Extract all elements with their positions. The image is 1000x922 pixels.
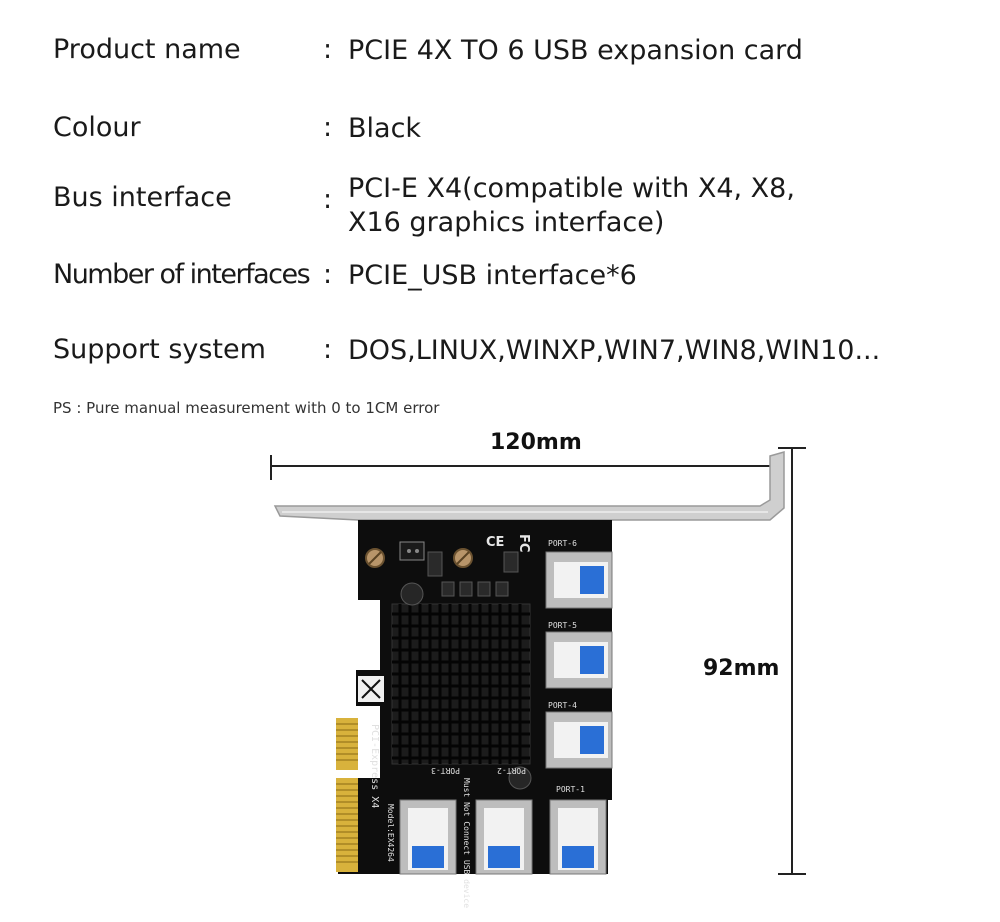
screw-icon (453, 548, 473, 568)
spec-label: Product name (53, 34, 241, 65)
height-dimension-line (778, 447, 806, 875)
spec-colon: : (323, 259, 333, 290)
spec-label: Number of interfaces (53, 259, 311, 290)
port-label: PORT-4 (548, 701, 577, 710)
usb-port-6[interactable] (545, 551, 613, 609)
spec-colon: : (323, 112, 333, 143)
usb-port-5[interactable] (545, 631, 613, 689)
metal-bracket (273, 451, 785, 521)
width-dimension-line (270, 455, 780, 480)
heatsink (391, 582, 532, 790)
spec-label: Colour (53, 112, 141, 143)
spec-label: Bus interface (53, 182, 232, 213)
spec-value: PCIE_USB interface*6 (348, 260, 637, 291)
gold-fingers (336, 718, 358, 872)
spec-colon: : (323, 34, 333, 65)
spec-colon: : (323, 184, 333, 215)
spec-value: Black (348, 113, 422, 144)
usb-port-2[interactable] (475, 799, 533, 875)
chip-components (427, 551, 519, 597)
spec-value-line-2: X16 graphics interface) (348, 207, 665, 238)
spec-colon: : (323, 334, 333, 365)
usb-port-1[interactable] (549, 799, 607, 875)
port-label: PORT-2 (497, 766, 526, 775)
port-label: PORT-5 (548, 621, 577, 630)
height-dimension-label: 92mm (703, 656, 780, 681)
weee-icon (358, 676, 384, 702)
spec-value-line-1: PCI-E X4(compatible with X4, X8, (348, 173, 795, 204)
ce-mark-icon: CE (486, 535, 504, 550)
silk-text-warning: Must Not Connect USB device (462, 778, 471, 908)
fc-mark-icon: FC (516, 534, 531, 552)
width-dimension-label: 120mm (490, 430, 582, 455)
usb-port-4[interactable] (545, 711, 613, 769)
spec-label: Support system (53, 334, 266, 365)
measurement-note: PS : Pure manual measurement with 0 to 1… (53, 399, 440, 417)
silk-text-model: Model:EX4264 (386, 804, 395, 862)
port-label: PORT-3 (431, 766, 460, 775)
usb-port-3[interactable] (399, 799, 457, 875)
silk-text-pci: PCI-Express X4 (369, 724, 380, 808)
spec-value: DOS,LINUX,WINXP,WIN7,WIN8,WIN10... (348, 335, 881, 366)
spec-value: PCIE 4X TO 6 USB expansion card (348, 35, 803, 66)
port-label: PORT-1 (556, 785, 585, 794)
screw-icon (365, 548, 385, 568)
port-label: PORT-6 (548, 539, 577, 548)
power-connector (399, 541, 425, 561)
